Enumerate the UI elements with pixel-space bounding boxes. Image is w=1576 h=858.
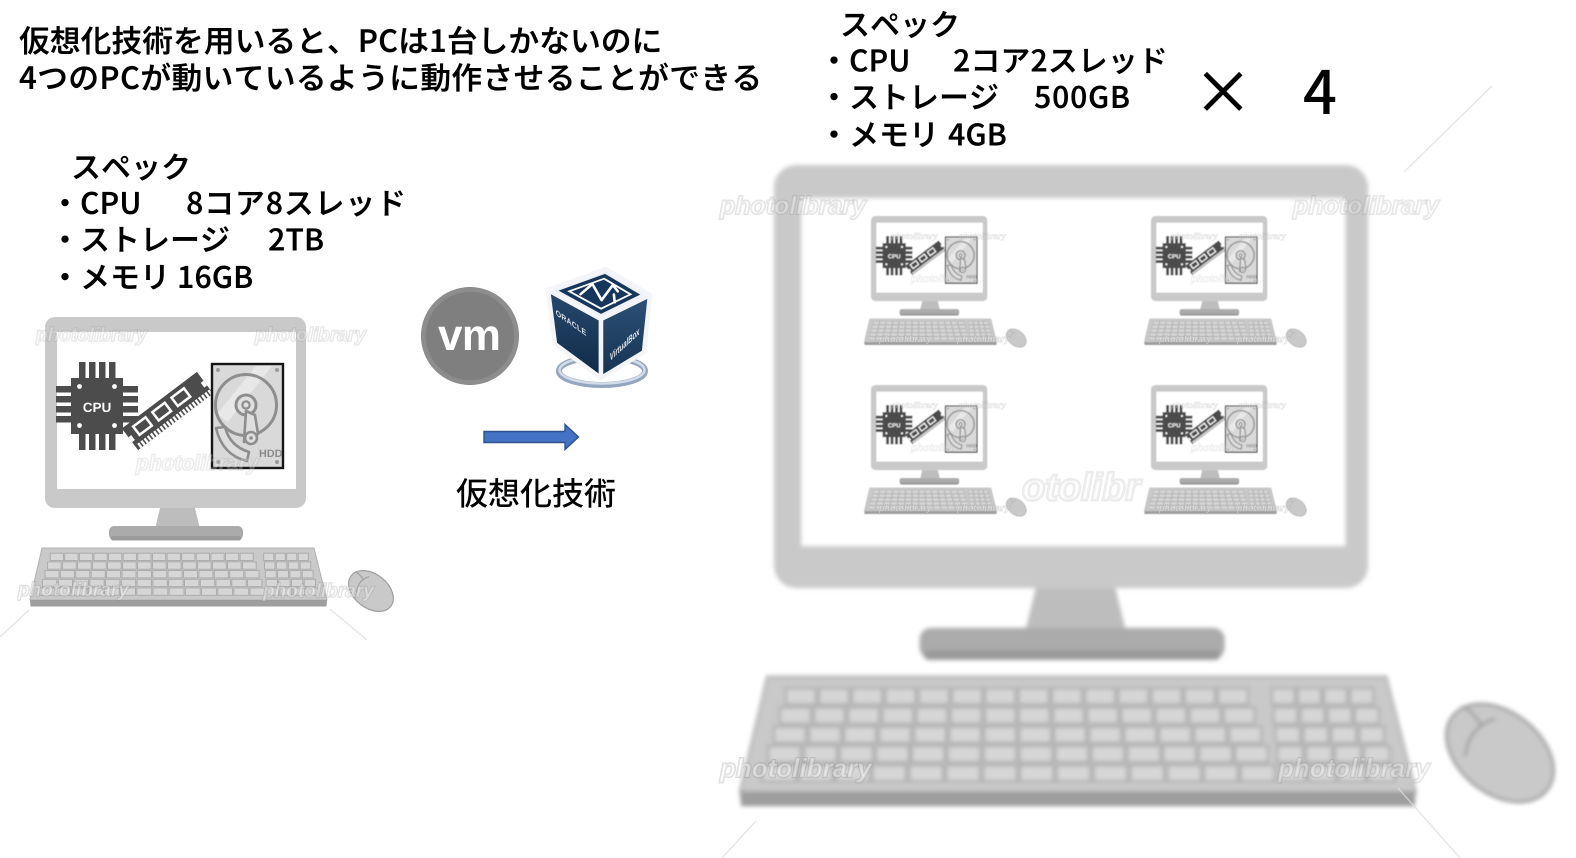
svg-text:photolibrary: photolibrary xyxy=(890,401,938,410)
svg-text:photolibr: photolibr xyxy=(910,274,955,285)
svg-text:photolibrary: photolibrary xyxy=(17,580,130,601)
svg-text:photolibrary: photolibrary xyxy=(1158,334,1212,344)
svg-text:photolibrary: photolibrary xyxy=(719,753,873,783)
svg-text:photolibr: photolibr xyxy=(1190,443,1235,454)
svg-text:photolibrary: photolibrary xyxy=(1236,334,1290,344)
svg-text:photolibr: photolibr xyxy=(1190,274,1235,285)
svg-text:photolibrary: photolibrary xyxy=(135,452,260,475)
svg-text:photolibrary: photolibrary xyxy=(958,401,1006,410)
svg-text:photolibrary: photolibrary xyxy=(1170,401,1218,410)
svg-text:photolibrary: photolibrary xyxy=(35,325,148,346)
svg-text:photolibrary: photolibrary xyxy=(719,192,867,220)
svg-text:photolibrary: photolibrary xyxy=(1236,503,1290,513)
svg-text:photolibr: photolibr xyxy=(910,443,955,454)
svg-text:photolibrary: photolibrary xyxy=(262,581,375,602)
svg-text:photolibrary: photolibrary xyxy=(254,325,367,346)
svg-text:photolibrary: photolibrary xyxy=(1238,401,1286,410)
svg-text:photolibrary: photolibrary xyxy=(958,232,1006,241)
svg-text:photolibrary: photolibrary xyxy=(890,232,938,241)
svg-text:photolibrary: photolibrary xyxy=(1238,232,1286,241)
svg-text:photolibrary: photolibrary xyxy=(1277,753,1431,783)
svg-text:photolibrary: photolibrary xyxy=(1170,232,1218,241)
svg-text:photolibrary: photolibrary xyxy=(956,334,1010,344)
svg-text:photolibrary: photolibrary xyxy=(878,503,932,513)
svg-text:photolibrary: photolibrary xyxy=(878,334,932,344)
svg-text:photolibrary: photolibrary xyxy=(956,503,1010,513)
svg-text:otolibr: otolibr xyxy=(1022,467,1142,509)
svg-text:photolibrary: photolibrary xyxy=(1292,192,1440,220)
svg-text:photolibrary: photolibrary xyxy=(1158,503,1212,513)
